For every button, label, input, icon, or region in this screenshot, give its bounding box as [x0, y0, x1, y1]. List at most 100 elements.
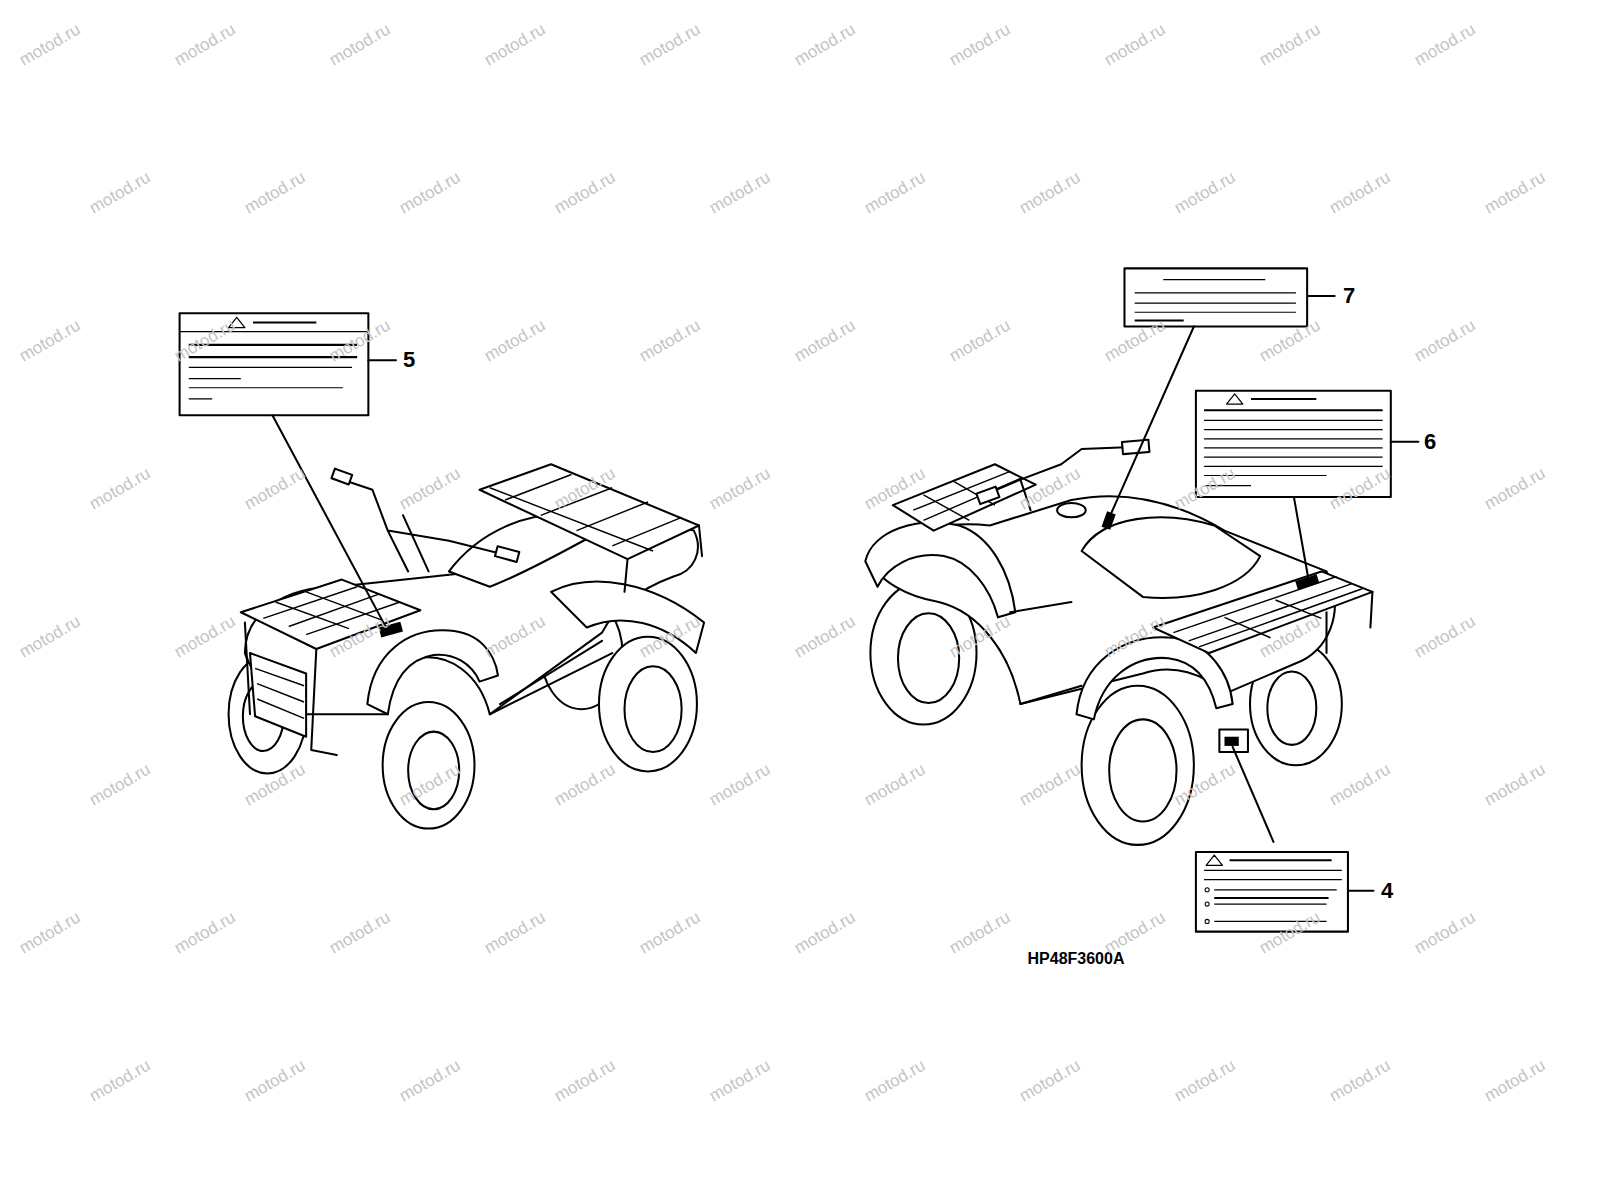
watermark: motod.ru	[706, 760, 774, 811]
illustration-line	[1196, 852, 1348, 932]
watermark: motod.ru	[1326, 168, 1394, 219]
watermark: motod.ru	[1016, 168, 1084, 219]
watermark: motod.ru	[791, 316, 859, 367]
illustration-line	[1327, 592, 1373, 653]
watermark: motod.ru	[791, 20, 859, 71]
watermark: motod.ru	[706, 464, 774, 515]
watermark: motod.ru	[326, 20, 394, 71]
illustration-line	[913, 471, 1022, 520]
watermark: motod.ru	[1101, 908, 1169, 959]
watermark: motod.ru	[1171, 168, 1239, 219]
illustration-line	[1109, 719, 1176, 821]
callout-number: 4	[1381, 878, 1393, 904]
illustration-line	[1057, 503, 1086, 517]
watermark: motod.ru	[551, 1056, 619, 1107]
callout-number: 6	[1424, 429, 1436, 455]
illustration-line	[1173, 577, 1362, 647]
watermark: motod.ru	[1411, 612, 1479, 663]
watermark: motod.ru	[1256, 20, 1324, 71]
illustration-line	[1307, 295, 1335, 297]
watermark: motod.ru	[481, 908, 549, 959]
illustration-line	[1214, 897, 1328, 899]
illustration-line	[250, 653, 306, 737]
illustration-line	[1227, 394, 1243, 404]
watermark: motod.ru	[241, 464, 309, 515]
illustration-line	[1294, 497, 1308, 578]
watermark: motod.ru	[1326, 760, 1394, 811]
callout-number: 5	[403, 347, 415, 373]
label-sticker	[1124, 268, 1307, 326]
watermark: motod.ru	[1411, 20, 1479, 71]
watermark: motod.ru	[1326, 1056, 1394, 1107]
watermark: motod.ru	[791, 612, 859, 663]
watermark: motod.ru	[706, 1056, 774, 1107]
watermark: motod.ru	[1481, 168, 1549, 219]
watermark: motod.ru	[706, 168, 774, 219]
illustration-line	[331, 469, 352, 485]
watermark: motod.ru	[1411, 908, 1479, 959]
illustration-line	[1391, 441, 1419, 443]
watermark: motod.ru	[86, 168, 154, 219]
illustration-line	[272, 415, 387, 630]
illustration-line	[1082, 686, 1194, 845]
illustration-line	[1267, 671, 1316, 744]
illustration-line	[1204, 399, 1383, 410]
watermark: motod.ru	[551, 168, 619, 219]
watermark: motod.ru	[171, 20, 239, 71]
illustration-line	[189, 367, 352, 399]
watermark: motod.ru	[946, 908, 1014, 959]
watermark: motod.ru	[396, 464, 464, 515]
watermark: motod.ru	[1481, 760, 1549, 811]
watermark: motod.ru	[1016, 760, 1084, 811]
illustration-line	[1230, 859, 1332, 861]
watermark: motod.ru	[481, 20, 549, 71]
illustration-line	[245, 622, 337, 755]
watermark: motod.ru	[16, 20, 84, 71]
illustration-line	[624, 666, 681, 752]
watermark: motod.ru	[16, 908, 84, 959]
watermark: motod.ru	[636, 316, 704, 367]
watermark: motod.ru	[241, 1056, 309, 1107]
illustration-line	[1348, 890, 1374, 892]
illustration-line	[383, 702, 475, 829]
illustration-line	[551, 582, 704, 653]
watermark: motod.ru	[551, 760, 619, 811]
illustration-line	[180, 268, 1419, 931]
watermark: motod.ru	[1481, 1056, 1549, 1107]
illustration-line	[1205, 919, 1209, 923]
illustration-line	[624, 526, 702, 592]
watermark: motod.ru	[86, 760, 154, 811]
illustration-line	[480, 464, 699, 559]
watermark: motod.ru	[16, 316, 84, 367]
watermark: motod.ru	[86, 464, 154, 515]
watermark: motod.ru	[861, 168, 929, 219]
watermark: motod.ru	[1481, 464, 1549, 515]
illustration-line	[1124, 268, 1307, 326]
watermark: motod.ru	[946, 316, 1014, 367]
illustration-line	[898, 613, 959, 703]
watermark: motod.ru	[861, 760, 929, 811]
illustration-line	[1205, 888, 1209, 892]
leader-line	[272, 296, 1418, 891]
watermark: motod.ru	[636, 908, 704, 959]
callout-number: 7	[1343, 283, 1355, 309]
watermark: motod.ru	[1411, 316, 1479, 367]
illustration-line	[1122, 440, 1149, 455]
watermark: motod.ru	[1171, 1056, 1239, 1107]
illustration-line	[1205, 902, 1209, 906]
watermark: motod.ru	[636, 20, 704, 71]
atv-front-view	[229, 464, 705, 828]
watermark: motod.ru	[16, 612, 84, 663]
watermark: motod.ru	[171, 908, 239, 959]
watermark: motod.ru	[1101, 20, 1169, 71]
watermark: motod.ru	[86, 1056, 154, 1107]
watermark: motod.ru	[946, 20, 1014, 71]
label-sticker	[1196, 852, 1348, 932]
watermark: motod.ru	[326, 908, 394, 959]
illustration-line	[1082, 517, 1261, 598]
illustration-line	[1204, 870, 1342, 921]
illustration-line	[865, 522, 1015, 617]
illustration-line	[255, 668, 304, 718]
illustration-line	[241, 580, 421, 649]
